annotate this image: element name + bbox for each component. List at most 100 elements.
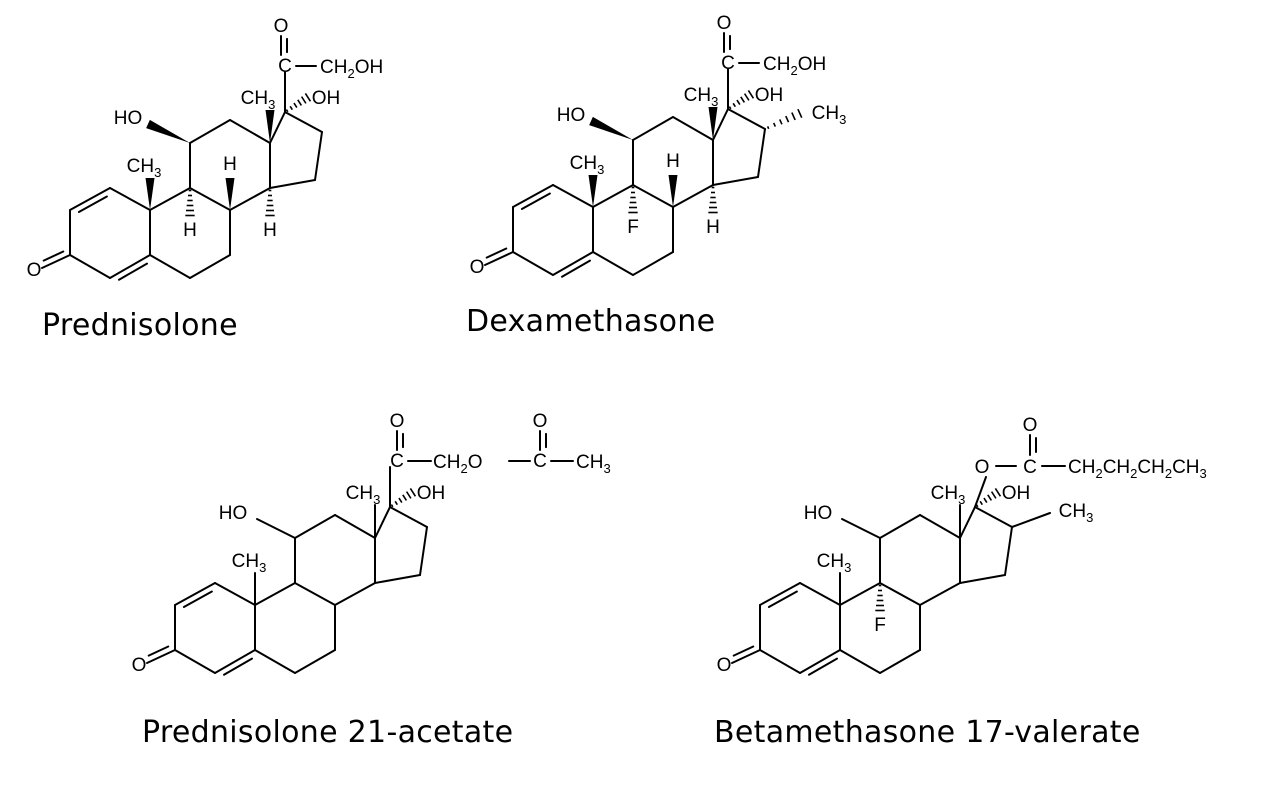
hydroxyl-11-label: HO [219,503,248,524]
bond-c15-c16 [419,526,428,576]
compound-name-prednisolone-21-acetate: Prednisolone 21-acetate [142,715,513,750]
bond-c14-c15 [712,176,759,186]
bond-c4-c5-inner [222,657,253,676]
bond-c17-oxygen [974,476,987,508]
methyl-10-label: CH3 [817,551,852,575]
hydroxyl-11-label: HO [114,108,143,129]
bond-c6-c7 [632,251,674,276]
wedge-c8-h [225,178,235,210]
oxo-3-label: O [470,257,485,278]
hash-c9-fluorine [875,584,885,612]
bond-c9-c10 [592,184,634,208]
hash-stroke [289,105,294,111]
hash-stroke [297,99,303,106]
hash-stroke [766,126,770,130]
wedge-c10-methyl [145,178,155,210]
wedge-c10-methyl [588,175,598,207]
bond-c10-c1 [799,582,841,606]
bond-c15-c16 [1004,526,1013,576]
bond-c4-c5 [799,649,841,674]
methyl-16-label: CH3 [1059,501,1094,525]
bond-c8-c9 [189,187,231,211]
ester-carbon-label: C [533,451,547,472]
hash-stroke [785,115,790,123]
hydroxyl-17-label: OH [1002,483,1031,504]
bond-c14-c8 [919,582,961,606]
bond-c3-oxo-inner [42,250,65,262]
methyl-13-label: CH3 [684,85,719,109]
hydroxyl-17-label: OH [755,85,784,106]
hash-c17-hydroxyl [285,92,312,113]
bond-c11-hydroxyl [256,518,296,539]
bond-c10-c1 [109,187,151,211]
bond-c12-c13 [229,119,271,144]
carbon-20-label: C [390,451,404,472]
ester-oxo-label: O [533,411,548,432]
bond-c1-c2-inner [77,195,108,213]
bond-c16-c17 [727,108,766,130]
bond-c3-oxo [731,649,761,664]
bond-c12-c13 [334,514,376,539]
oxo-3-label: O [132,655,147,676]
bond-c11-hydroxyl [841,518,881,539]
hash-c14-h [708,186,718,214]
bond-c8-c9 [879,582,921,606]
bond-c17-c13 [959,506,976,539]
hash-stroke [300,96,307,104]
hydroxyl-17-label: OH [312,88,341,109]
fluorine-9-label: F [627,217,639,238]
methyl-10-label: CH3 [127,156,162,180]
hydroxyl-11-label: HO [804,503,833,524]
wedge-c13-methyl [708,107,718,140]
bond-c8-c9 [294,582,336,606]
hash-stroke [394,500,399,506]
hydrogen-14-label: H [706,217,720,238]
hash-stroke [304,92,312,102]
hydrogen-8-label: H [666,151,680,172]
hash-c17-hydroxyl [728,89,755,110]
ester-chain-label: CH2CH2CH2CH3 [1068,457,1207,481]
bond-c6-c7 [189,254,231,279]
hash-stroke [983,497,988,504]
side-chain-label: CH2O [433,452,482,476]
bond-c4-c5 [214,649,256,674]
carbon-20-label: C [721,53,735,74]
bond-c12-c13 [919,514,961,539]
methyl-10-label: CH3 [232,551,267,575]
bond-c11-c12 [189,119,231,144]
bond-c14-c8 [334,582,376,606]
bond-c5-c6 [254,649,296,674]
wedge-c13-methyl [265,110,275,143]
hash-c14-h [265,189,275,217]
hash-stroke [398,497,403,504]
bond-c9-c10 [839,582,881,606]
bond-c3-oxo-inner [485,247,508,259]
bond-c16-c17 [974,506,1013,528]
methyl-16-label: CH3 [812,103,847,127]
bond-c3-c4 [174,649,216,674]
bond-c4-c5-inner [560,259,591,278]
hash-c9-substituent [628,186,638,214]
hash-stroke [405,491,412,499]
wedge-c8-h [668,175,678,207]
hash-stroke [736,99,741,106]
compound-name-dexamethasone: Dexamethasone [466,304,715,339]
bond-c9-c10 [254,582,296,606]
bond-c1-c2 [759,582,801,606]
bond-c8-c9 [632,184,674,208]
hash-stroke [779,119,783,125]
bond-c1-c2 [69,187,111,211]
hash-stroke [743,93,750,101]
hash-stroke [409,487,417,497]
ester-oxo-label: O [1023,415,1038,436]
bond-c14-c8 [229,187,271,211]
hash-stroke [994,487,1002,497]
bond-c1-c2-inner [767,590,798,608]
bond-c12-c13 [672,116,714,141]
bond-c3-oxo [484,251,514,266]
hash-c16-methyl [766,108,803,130]
hydroxyl-17-label: OH [417,483,446,504]
